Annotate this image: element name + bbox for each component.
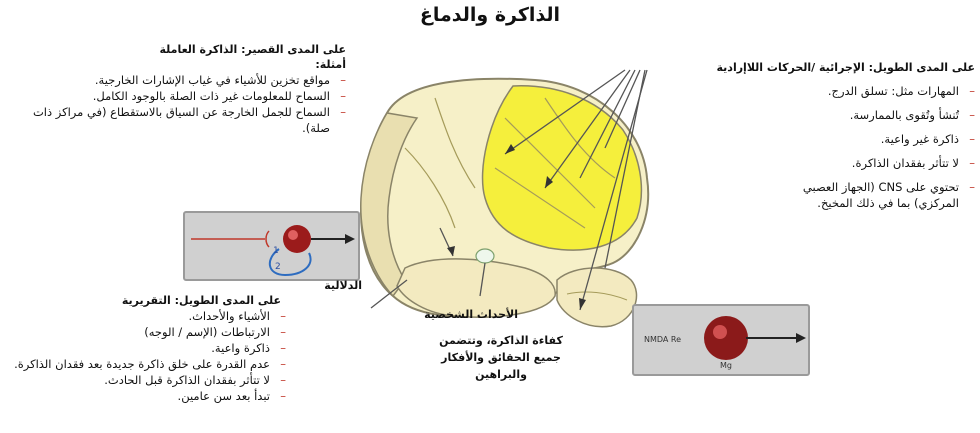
list-item: السماح للجمل الخارجة عن السياق بالاستقطا… bbox=[8, 104, 346, 136]
procedural-heading: على المدى الطويل: الإجرائية /الحركات الل… bbox=[665, 60, 975, 75]
examples-heading: أمثلة: bbox=[8, 57, 346, 72]
cerebellum bbox=[557, 268, 637, 327]
hippocampus bbox=[476, 249, 494, 263]
efficiency-label: كفاءة الذاكرة، وتتضمن جميع الحقائق والأف… bbox=[432, 332, 570, 383]
list-item: تُنشأ وتُقوى بالممارسة. bbox=[755, 107, 975, 123]
neuron-icon: 1 2 bbox=[185, 213, 358, 279]
declarative-list: الأشياء والأحداث. الارتباطات (الإسم / ال… bbox=[6, 308, 286, 404]
semantic-label: الدلالية bbox=[300, 278, 362, 293]
list-item: لا تتأثر بفقدان الذاكرة قبل الحادث. bbox=[6, 372, 286, 388]
page-title: الذاكرة والدماغ bbox=[0, 4, 980, 26]
declarative-heading: على المدى الطويل: التقريرية bbox=[6, 293, 281, 308]
synapse-panel-left: 1 2 bbox=[183, 211, 360, 281]
mark-2: 2 bbox=[275, 262, 281, 272]
list-item: ذاكرة واعية. bbox=[6, 340, 286, 356]
nmda-label: NMDA Re bbox=[644, 335, 681, 344]
list-item: تحتوي على CNS (الجهاز العصبي المركزي) بم… bbox=[755, 179, 975, 211]
episodic-label: الأحداث الشخصية bbox=[398, 307, 518, 322]
short-term-heading: على المدى القصير: الذاكرة العاملة bbox=[8, 42, 346, 57]
list-item: الأشياء والأحداث. bbox=[6, 308, 286, 324]
list-item: تبدأ بعد سن عامين. bbox=[6, 388, 286, 404]
procedural-block: على المدى الطويل: الإجرائية /الحركات الل… bbox=[665, 60, 975, 211]
mark-1: 1 bbox=[273, 246, 279, 256]
motor-cortex-highlight bbox=[483, 86, 642, 250]
declarative-block: على المدى الطويل: التقريرية الأشياء والأ… bbox=[6, 293, 316, 404]
short-term-block: على المدى القصير: الذاكرة العاملة أمثلة:… bbox=[8, 42, 346, 136]
list-item: عدم القدرة على خلق ذاكرة جديدة بعد فقدان… bbox=[6, 356, 286, 372]
list-item: لا تتأثر بفقدان الذاكرة. bbox=[755, 155, 975, 171]
list-item: المهارات مثل: تسلق الدرج. bbox=[755, 83, 975, 99]
nmda-panel-right: NMDA Re Mg bbox=[632, 304, 810, 376]
short-term-list: مواقع تخزين للأشياء في غياب الإشارات الخ… bbox=[8, 72, 346, 136]
nmda-receptor-icon: NMDA Re Mg bbox=[634, 306, 808, 374]
mg-label: Mg bbox=[720, 361, 732, 370]
list-item: مواقع تخزين للأشياء في غياب الإشارات الخ… bbox=[8, 72, 346, 88]
list-item: الارتباطات (الإسم / الوجه) bbox=[6, 324, 286, 340]
list-item: ذاكرة غير واعية. bbox=[755, 131, 975, 147]
list-item: السماح للمعلومات غير ذات الصلة بالوجود ا… bbox=[8, 88, 346, 104]
procedural-list: المهارات مثل: تسلق الدرج. تُنشأ وتُقوى ب… bbox=[755, 83, 975, 211]
